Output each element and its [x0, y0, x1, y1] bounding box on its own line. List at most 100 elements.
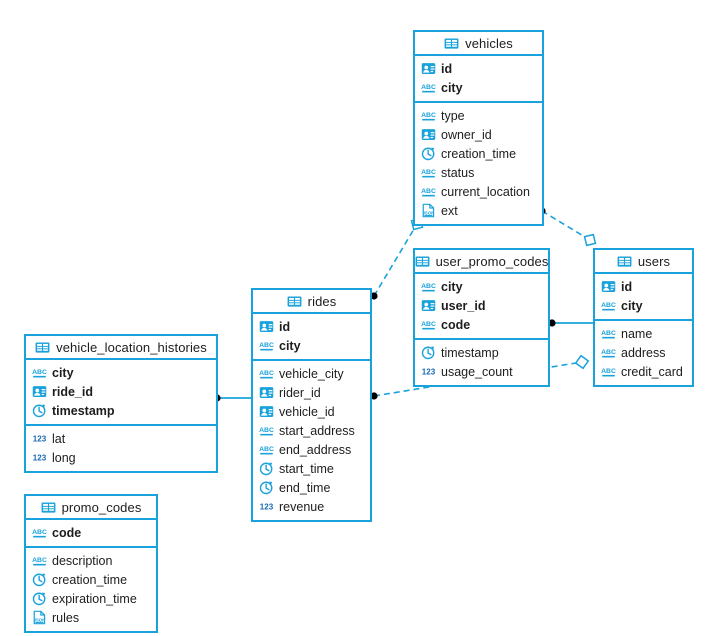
field-name: name [621, 326, 653, 341]
abc-text-icon: ABC [421, 283, 436, 292]
table-header-vehicle_location_histories[interactable]: vehicle_location_histories [26, 336, 216, 360]
field-name: start_address [279, 423, 355, 438]
field-row[interactable]: timestamp [26, 401, 216, 420]
field-row[interactable]: id [415, 59, 542, 78]
field-name: revenue [279, 499, 325, 514]
svg-text:ABC: ABC [32, 529, 47, 536]
field-row[interactable]: vehicle_id [253, 402, 370, 421]
svg-text:ABC: ABC [259, 446, 274, 453]
clock-icon [32, 573, 46, 587]
field-row[interactable]: id [253, 317, 370, 336]
table-header-vehicles[interactable]: vehicles [415, 32, 542, 56]
field-row[interactable]: user_id [415, 296, 548, 315]
field-name: description [52, 553, 113, 568]
field-name: usage_count [441, 364, 513, 379]
relationship-vehicles-to-users[interactable] [538, 207, 597, 247]
field-row[interactable]: id [595, 277, 692, 296]
field-row[interactable]: owner_id [415, 125, 542, 144]
field-row[interactable]: 123 revenue [253, 497, 370, 516]
field-name: timestamp [52, 403, 115, 418]
svg-text:ABC: ABC [259, 427, 274, 434]
clock-icon [421, 346, 435, 360]
svg-text:ABC: ABC [601, 330, 616, 337]
abc-text-icon: ABC [32, 369, 47, 378]
field-name: vehicle_id [279, 404, 335, 419]
field-row[interactable]: expiration_time [26, 589, 156, 608]
abc-text-icon: ABC [601, 330, 616, 339]
field-row[interactable]: end_time [253, 478, 370, 497]
id-card-icon [421, 63, 436, 74]
table-header-rides[interactable]: rides [253, 290, 370, 314]
field-row[interactable]: rider_id [253, 383, 370, 402]
svg-text:123: 123 [260, 503, 274, 512]
svg-text:JSON: JSON [34, 617, 46, 622]
table-header-promo_codes[interactable]: promo_codes [26, 496, 156, 520]
id-card-icon [601, 281, 616, 292]
abc-text-icon: ABC [421, 112, 436, 121]
relationship-vehicle-location-histories-to-rides[interactable] [213, 394, 251, 402]
table-header-users[interactable]: users [595, 250, 692, 274]
clock-icon [32, 592, 46, 606]
field-name: start_time [279, 461, 334, 476]
number-123-icon: 123 [33, 435, 47, 444]
field-name: user_id [441, 298, 486, 313]
number-123-icon: 123 [33, 454, 47, 463]
abc-text-icon: ABC [421, 188, 436, 197]
field-row[interactable]: timestamp [415, 343, 548, 362]
field-row[interactable]: creation_time [26, 570, 156, 589]
field-row[interactable]: ABC credit_card [595, 362, 692, 381]
table-header-user_promo_codes[interactable]: user_promo_codes [415, 250, 548, 274]
field-row[interactable]: ABC description [26, 551, 156, 570]
svg-text:JSON: JSON [423, 210, 435, 215]
abc-text-icon: ABC [32, 529, 47, 538]
field-name: city [441, 80, 463, 95]
relationship-user-promo-codes-to-users[interactable] [548, 319, 593, 327]
field-row[interactable]: start_time [253, 459, 370, 478]
id-card-icon [259, 406, 274, 417]
field-row[interactable]: ABC city [253, 336, 370, 355]
svg-text:ABC: ABC [421, 321, 436, 328]
field-name: rules [52, 610, 80, 625]
field-row[interactable]: creation_time [415, 144, 542, 163]
abc-text-icon: ABC [259, 342, 274, 351]
field-name: ride_id [52, 384, 93, 399]
field-row[interactable]: ride_id [26, 382, 216, 401]
svg-text:ABC: ABC [32, 557, 47, 564]
field-name: city [279, 338, 301, 353]
field-name: credit_card [621, 364, 683, 379]
id-card-icon [259, 321, 274, 332]
field-row[interactable]: JSON rules [26, 608, 156, 627]
field-row[interactable]: ABC name [595, 324, 692, 343]
field-row[interactable]: ABC start_address [253, 421, 370, 440]
id-card-icon [421, 129, 436, 140]
abc-text-icon: ABC [601, 302, 616, 311]
svg-text:ABC: ABC [601, 368, 616, 375]
